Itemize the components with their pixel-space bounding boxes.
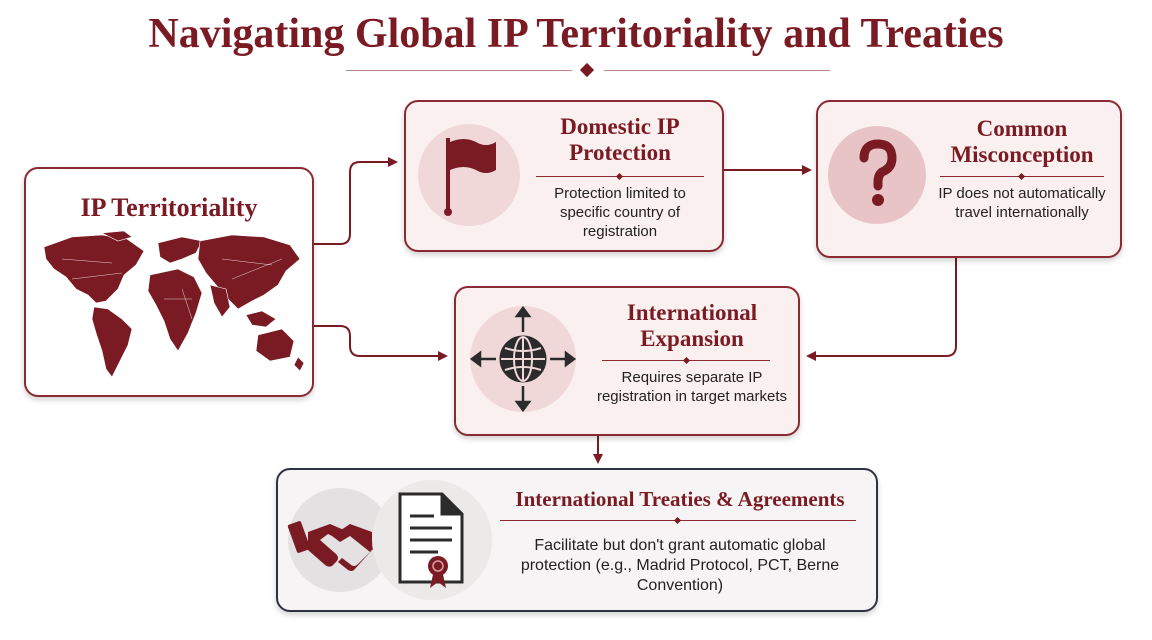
card-domestic-ip-protection: Domestic IP Protection Protection limite… bbox=[404, 100, 724, 252]
card-title-line-1: Domestic IP bbox=[560, 114, 680, 139]
connector-territoriality-to-domestic bbox=[314, 157, 398, 245]
question-mark-icon bbox=[859, 139, 897, 206]
card-title-line-2: Expansion bbox=[640, 326, 744, 351]
card-description: Protection limited to specific country o… bbox=[554, 185, 686, 240]
card-title: International Treaties & Agreements bbox=[515, 487, 845, 511]
card-common-misconception: Common Misconception IP does not automat… bbox=[816, 100, 1122, 258]
connector-misconception-to-expansion bbox=[806, 258, 957, 361]
card-title-line-2: Protection bbox=[569, 140, 671, 165]
world-map-icon bbox=[43, 230, 305, 378]
card-title-line-2: Misconception bbox=[950, 142, 1094, 167]
card-title-line-1: Common bbox=[976, 116, 1068, 141]
connector-territoriality-to-expansion bbox=[314, 325, 448, 361]
card-divider-dot bbox=[615, 172, 624, 181]
title-divider-left bbox=[346, 70, 572, 71]
card-title: IP Territoriality bbox=[80, 193, 258, 222]
card-title-line-1: International bbox=[626, 300, 758, 325]
card-divider-dot bbox=[673, 516, 682, 525]
card-international-expansion: International Expansion Requires separat… bbox=[454, 286, 800, 436]
flag-icon bbox=[444, 138, 496, 216]
globe-arrows-icon bbox=[469, 305, 577, 413]
card-description: IP does not automatically travel interna… bbox=[938, 185, 1106, 221]
card-divider-dot bbox=[1017, 172, 1026, 181]
page-title: Navigating Global IP Territoriality and … bbox=[148, 11, 1004, 57]
card-international-treaties: International Treaties & Agreements Faci… bbox=[276, 468, 878, 612]
certificate-document-icon bbox=[398, 492, 464, 588]
title-divider-right bbox=[604, 70, 830, 71]
card-description: Facilitate but don't grant automatic glo… bbox=[520, 537, 840, 594]
card-divider-dot bbox=[682, 356, 691, 365]
card-ip-territoriality: IP Territoriality bbox=[24, 167, 314, 397]
card-description: Requires separate IP registration in tar… bbox=[596, 369, 788, 405]
